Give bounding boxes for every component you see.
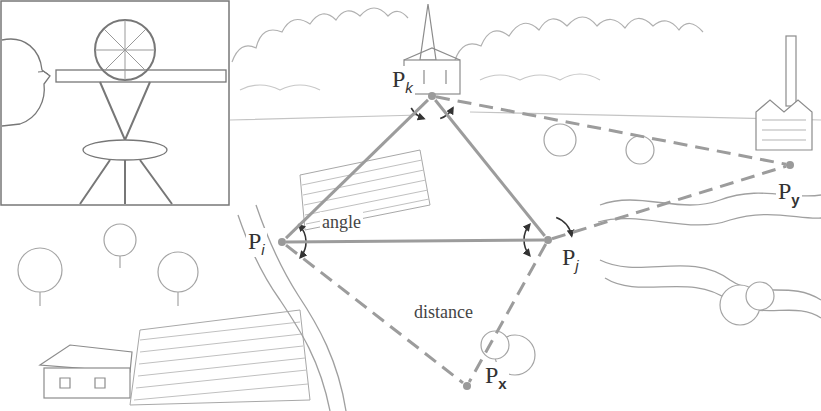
house-part [44, 368, 130, 398]
river-part [238, 215, 330, 411]
survey-point: Pi [278, 238, 286, 246]
survey-point: Py [786, 161, 794, 169]
point-label: Pk [390, 66, 415, 95]
triangulation-line [286, 100, 428, 238]
tree-line-part [455, 17, 703, 60]
trees-part [746, 282, 774, 310]
survey-point: Pk [428, 92, 436, 100]
annotation: distance [412, 302, 475, 322]
river-part [598, 215, 821, 225]
theodolite-inset-part [80, 160, 172, 204]
theodolite-inset-part [38, 71, 48, 74]
angle-arrows-part [556, 217, 571, 235]
theodolite-inset-part [100, 82, 150, 140]
tree-line-part [232, 8, 408, 62]
river-part [600, 260, 821, 300]
theodolite-inset-part [2, 39, 50, 126]
field-hatching-part [130, 310, 310, 405]
annotation: angle [320, 212, 363, 232]
river [238, 193, 821, 411]
theodolite-inset [1, 1, 229, 205]
sight-line-dashed [436, 97, 786, 164]
factory-part [762, 120, 806, 140]
river-part [256, 205, 346, 411]
tree-line [230, 8, 821, 120]
house-part [60, 378, 105, 388]
sight-line-dashed [552, 166, 786, 239]
survey-point: Pj [544, 236, 552, 244]
trees-part [481, 331, 509, 359]
trees-part [104, 224, 136, 256]
point-label: Pi [246, 228, 267, 257]
theodolite-inset-part [1, 1, 229, 205]
point-label: Py [776, 178, 802, 207]
trees-part [158, 252, 198, 292]
trees-part [39, 292, 40, 306]
trees-part [119, 256, 120, 268]
point-label: Px [483, 362, 509, 391]
factory [756, 36, 812, 150]
factory-part [786, 36, 796, 106]
trees-part [177, 292, 178, 306]
church-part [414, 70, 446, 84]
triangulation-line [286, 240, 544, 242]
theodolite-inset-part [95, 20, 155, 80]
point-label: Pj [560, 244, 581, 273]
trees-part [18, 248, 62, 292]
triangulation-line [435, 100, 545, 236]
river-part [605, 278, 821, 318]
factory-part [756, 100, 812, 150]
theodolite-inset-part [95, 20, 155, 80]
church-part [404, 48, 460, 60]
trees-part [626, 136, 654, 164]
trees-part [544, 124, 576, 156]
house [40, 345, 132, 398]
angle-arrows [299, 108, 572, 257]
theodolite-inset-part [83, 140, 167, 160]
survey-point: Px [463, 382, 471, 390]
field-hatching-part [134, 322, 308, 400]
